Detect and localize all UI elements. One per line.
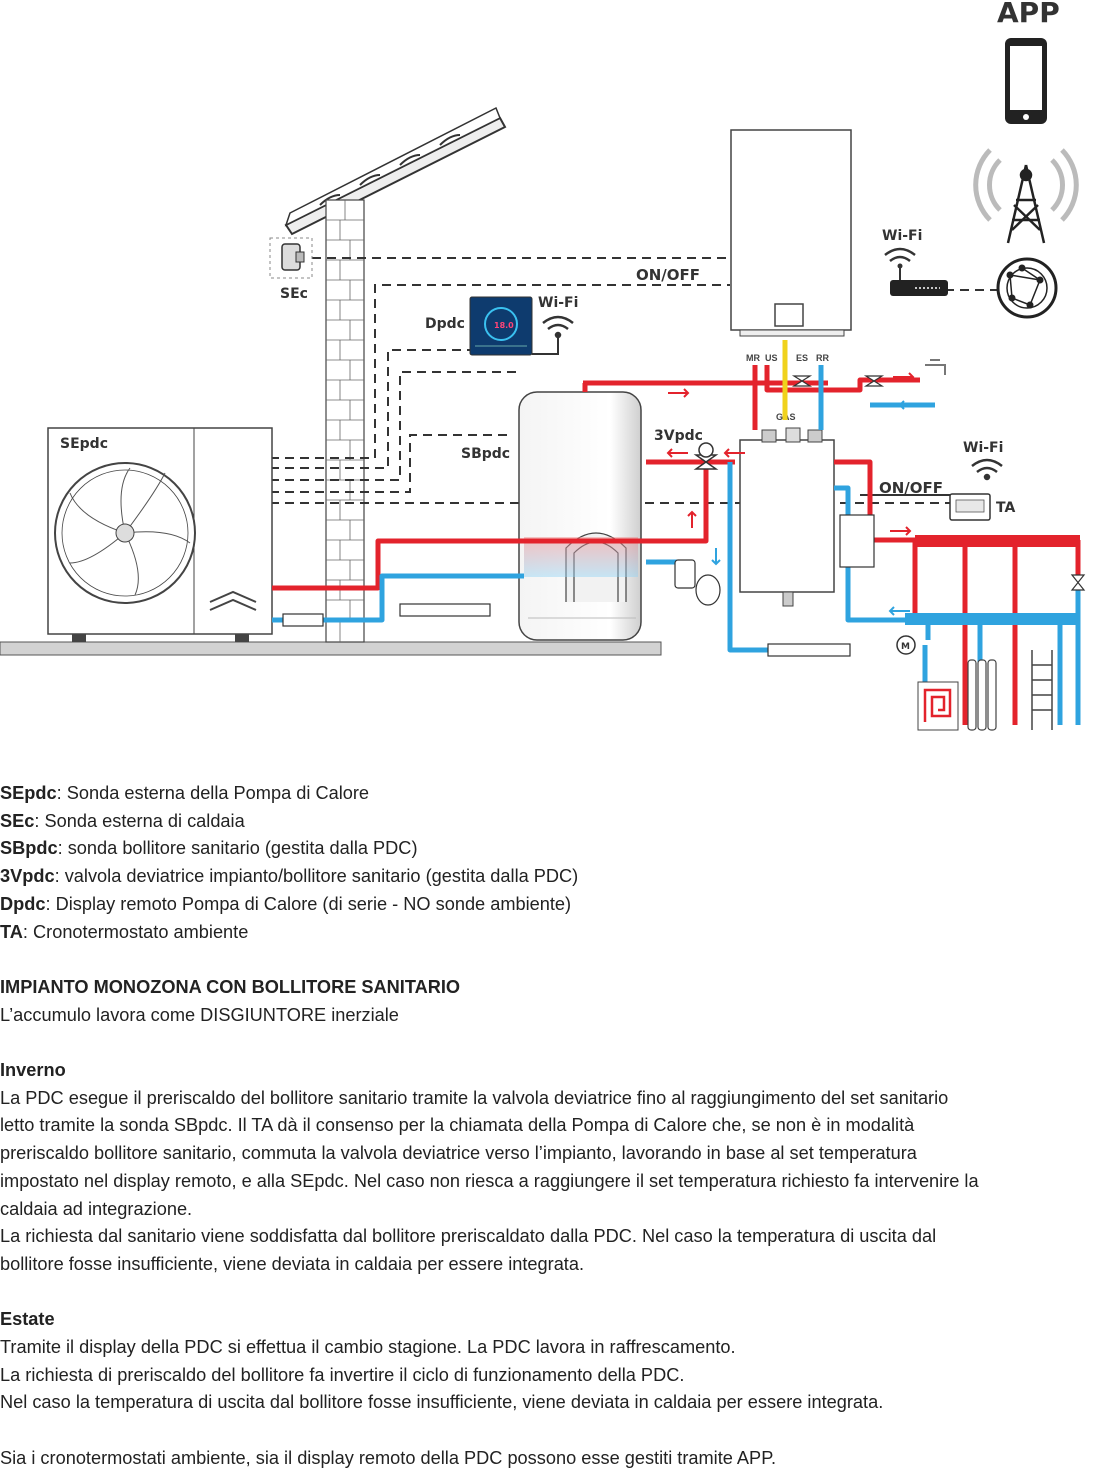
legend-item: TA: Cronotermostato ambiente xyxy=(0,921,249,942)
cold-manifold xyxy=(905,613,1080,625)
flow-arrows xyxy=(666,372,920,616)
legend-item: 3Vpdc: valvola deviatrice impianto/bolli… xyxy=(0,866,579,887)
filter-valve-icon xyxy=(282,375,1086,657)
ground-slab xyxy=(0,641,662,656)
footer-note: Sia i cronotermostati ambiente, sia il d… xyxy=(0,1447,777,1468)
wifi-display-icon xyxy=(542,315,574,339)
boiler-unit xyxy=(730,129,852,337)
wifi-display-label: Wi-Fi xyxy=(538,295,578,311)
mr-label: MR xyxy=(746,353,760,363)
legend-item: SEpdc: Sonda esterna della Pompa di Calo… xyxy=(0,783,370,803)
ta-label: TA xyxy=(996,500,1015,516)
sepdc-label: SEpdc xyxy=(60,436,108,452)
rr-label: RR xyxy=(816,353,829,363)
motor-label: M xyxy=(901,642,910,652)
sec-sensor-icon xyxy=(269,237,313,279)
inverno-line: preriscaldo bollitore sanitario, commuta… xyxy=(0,1143,917,1164)
legend-item: Dpdc: Display remoto Pompa di Calore (di… xyxy=(0,893,572,914)
ta-thermostat-icon xyxy=(949,493,991,521)
description-text: SEpdc: Sonda esterna della Pompa di Calo… xyxy=(0,780,1090,1473)
dpdc-display-icon xyxy=(469,296,533,356)
inverno-line: La richiesta dal sanitario viene soddisf… xyxy=(0,1226,937,1247)
dpdc-label: Dpdc xyxy=(425,316,465,332)
brick-wall xyxy=(325,199,365,643)
legend-item: SBpdc: sonda bollitore sanitario (gestit… xyxy=(0,838,418,859)
app-label: APP xyxy=(997,0,1060,29)
on-off-ta-label: ON/OFF xyxy=(879,479,943,497)
cell-tower-icon xyxy=(973,148,1079,222)
inverno-line: impostato nel display remoto, e alla SEp… xyxy=(0,1170,979,1191)
dhw-storage-tank xyxy=(518,391,642,641)
inverno-line: caldaia ad integrazione. xyxy=(0,1198,193,1219)
estate-line: Nel caso la temperatura di uscita dal bo… xyxy=(0,1392,884,1413)
sec-label: SEc xyxy=(280,286,308,302)
heat-pump-outdoor-unit xyxy=(47,427,273,642)
estate-title: Estate xyxy=(0,1309,55,1330)
floor-heating-coil-icon xyxy=(917,681,959,731)
estate-line: Tramite il display della PDC si effettua… xyxy=(0,1337,736,1358)
inverno-title: Inverno xyxy=(0,1060,66,1080)
system-diagram: SEc 18.0 Dpdc Wi-Fi SEpdc MR US ES xyxy=(0,0,1086,731)
cell-tower-mast xyxy=(1006,164,1046,244)
smartphone-icon xyxy=(1005,38,1047,124)
three-way-valve-icon xyxy=(693,442,719,470)
inverno-line: bollitore fosse insufficiente, viene dev… xyxy=(0,1253,585,1274)
faucet-icon xyxy=(925,359,946,375)
motorized-valve-icon xyxy=(896,635,916,655)
wifi-router-label: Wi-Fi xyxy=(882,228,922,244)
control-wiring xyxy=(270,257,1010,504)
v3pdc-label: 3Vpdc xyxy=(654,428,703,444)
inverno-line: letto tramite la sonda SBpdc. Il TA dà i… xyxy=(0,1115,915,1136)
impianto-title: IMPIANTO MONOZONA CON BOLLITORE SANITARI… xyxy=(0,976,461,997)
wifi-ta-icon xyxy=(971,458,1003,481)
inverno-line: La PDC esegue il preriscaldo del bollito… xyxy=(0,1087,949,1108)
wifi-ta-label: Wi-Fi xyxy=(963,440,1003,456)
internet-globe-icon xyxy=(996,257,1058,319)
es-label: ES xyxy=(796,353,808,363)
towel-radiator-icon xyxy=(1031,650,1053,730)
impianto-subtitle: L’accumulo lavora come DISGIUNTORE inerz… xyxy=(0,1004,399,1025)
radiator-icon xyxy=(967,659,997,731)
roof-icon xyxy=(284,106,507,236)
display-temperature: 18.0 xyxy=(494,321,514,330)
sbpdc-label: SBpdc xyxy=(461,446,510,462)
legend-item: SEc: Sonda esterna di caldaia xyxy=(0,810,245,831)
estate-line: La richiesta di preriscaldo del bollitor… xyxy=(0,1364,685,1385)
hot-manifold xyxy=(915,535,1080,547)
hydraulic-module xyxy=(739,427,835,607)
wifi-router-icon xyxy=(884,247,948,296)
on-off-top-label: ON/OFF xyxy=(636,266,700,284)
us-label: US xyxy=(765,353,778,363)
